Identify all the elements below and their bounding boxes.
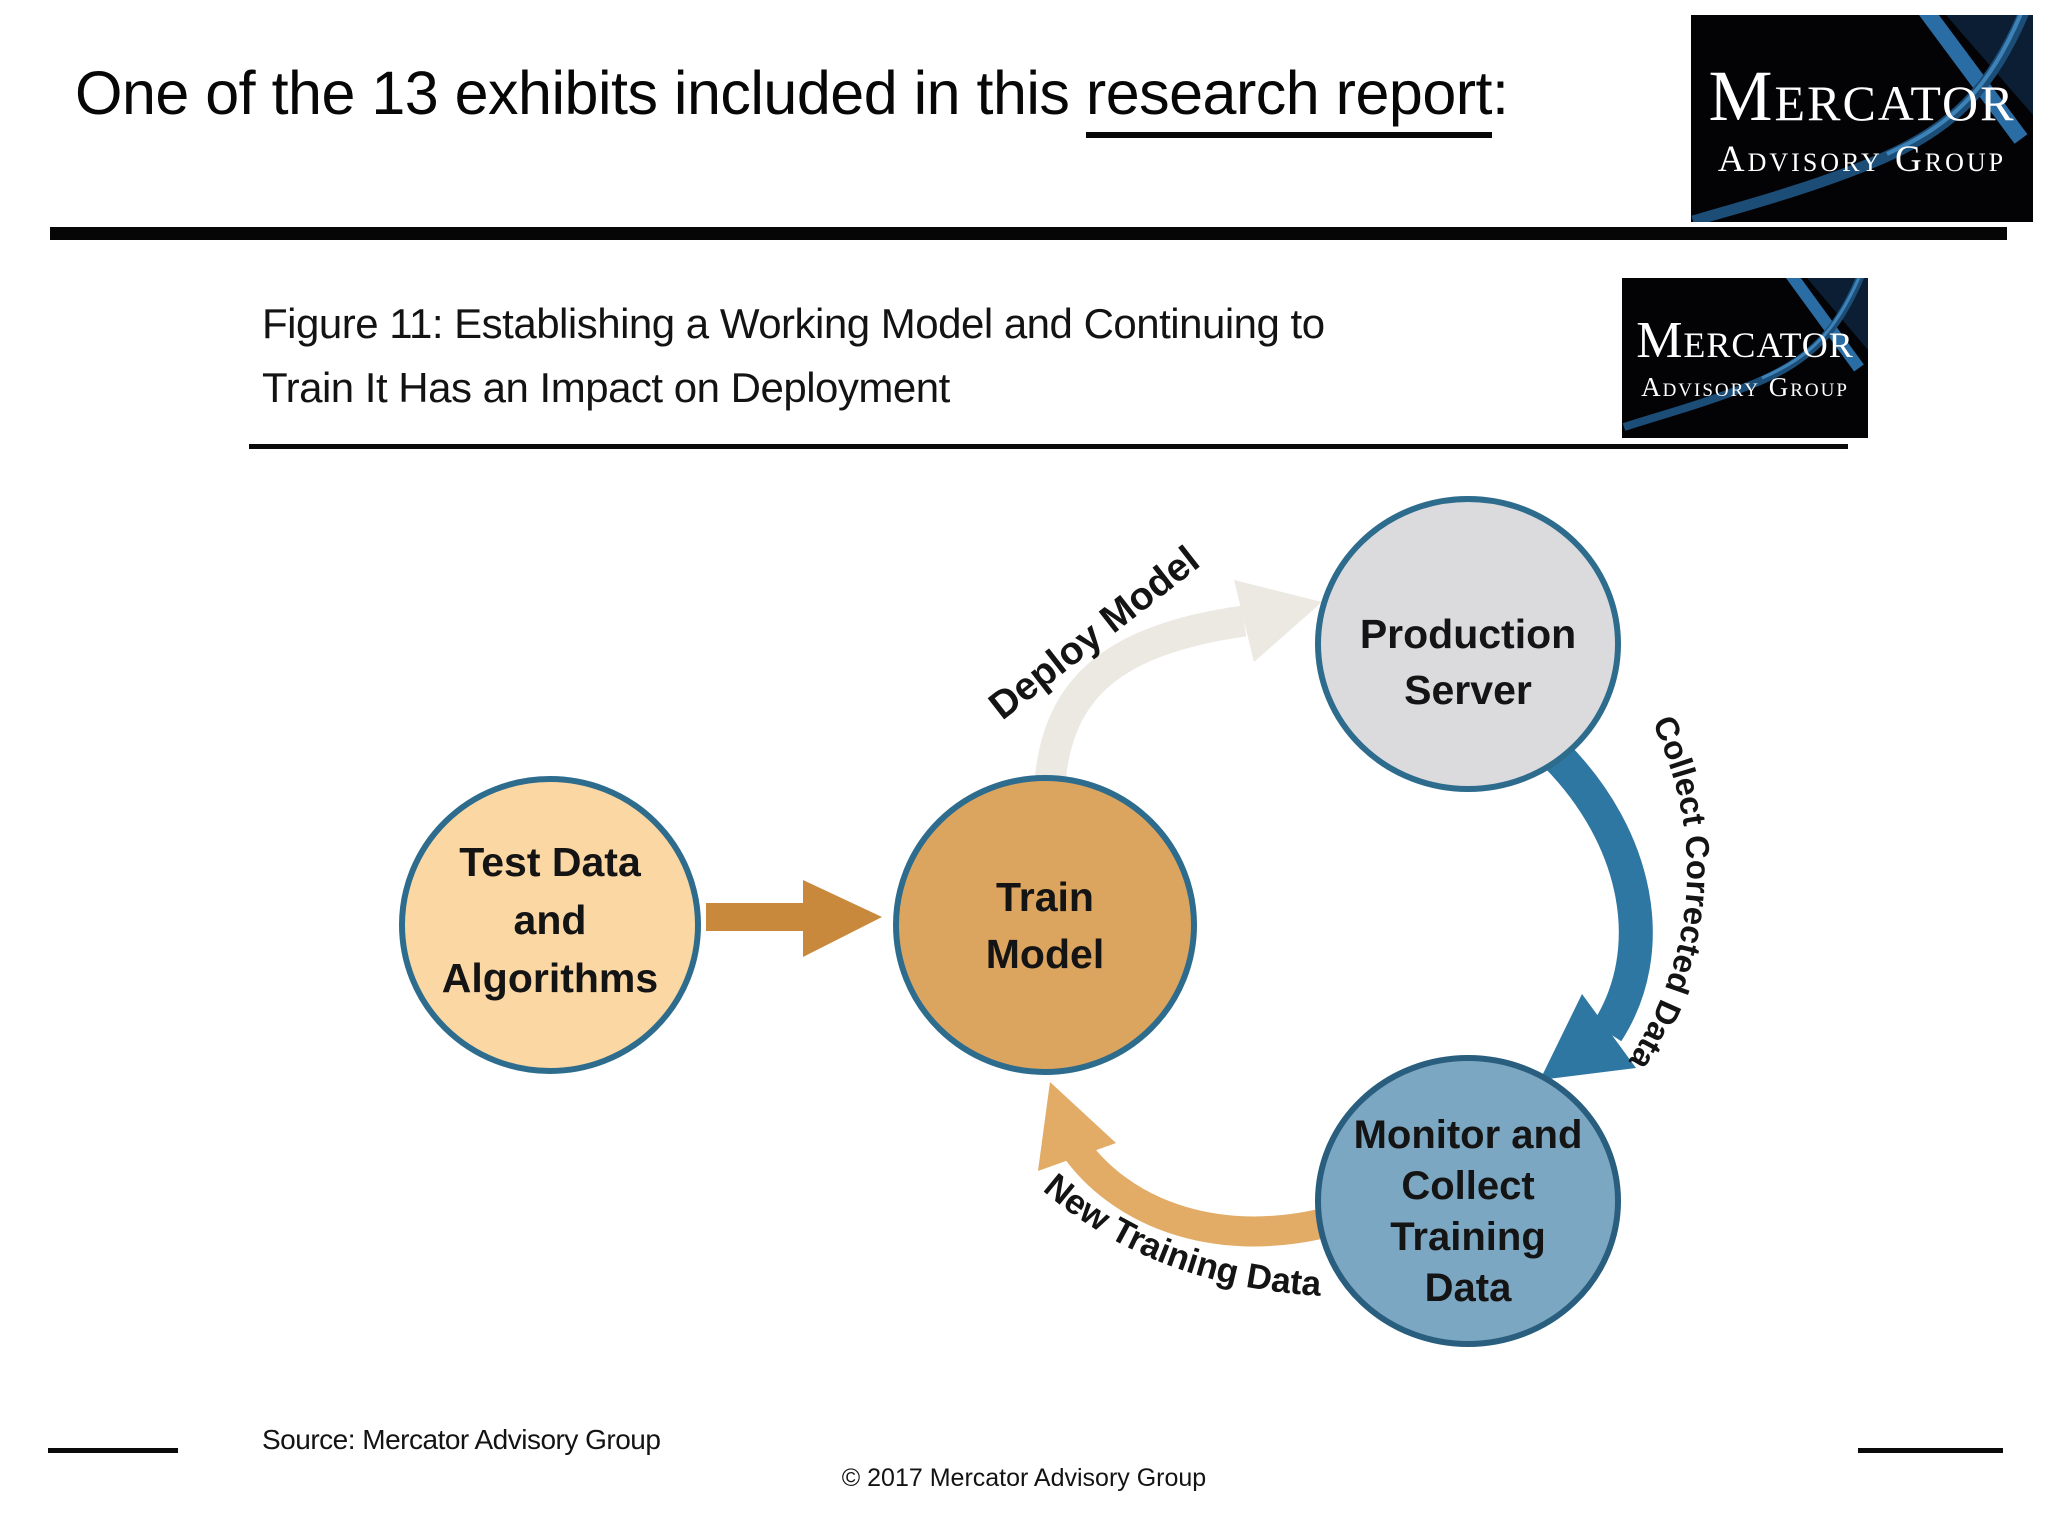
page-title-suffix: : (1492, 59, 1509, 127)
node-label-line: Training (1390, 1215, 1546, 1259)
node-label-line: Collect (1401, 1164, 1535, 1208)
figure-title-line2: Train It Has an Impact on Deployment (262, 364, 950, 411)
node-label-line: Train (996, 874, 1094, 920)
figure-title: Figure 11: Establishing a Working Model … (262, 292, 1325, 420)
node-label-line: Server (1404, 667, 1532, 713)
mercator-logo-small: Mercator Advisory Group (1622, 278, 1868, 438)
logo-subtitle: Advisory Group (1641, 372, 1849, 402)
node-monitor-collect-circle (1315, 1055, 1621, 1347)
node-label-line: Production (1359, 611, 1577, 657)
header-divider (50, 227, 2007, 240)
logo-x-stroke (1918, 15, 2028, 144)
figure-title-line1: Figure 11: Establishing a Working Model … (262, 300, 1325, 347)
node-monitor-collect-label: Monitor and Collect Training Data (1298, 1110, 1638, 1314)
deploy-arrow-shaft (1034, 605, 1247, 784)
collect-arrow-head (1540, 994, 1636, 1080)
logo-swoosh-highlight (1886, 15, 2023, 156)
node-production-server-label: Production Server (1298, 606, 1638, 718)
deploy-model-arrow (1034, 580, 1322, 784)
footer-right-line (1858, 1448, 2003, 1453)
node-test-data-label: Test Data and Algorithms (380, 833, 720, 1007)
logo-x-stroke (1785, 278, 1864, 372)
collect-corrected-data-arrow (1540, 743, 1653, 1080)
deploy-arrow-head (1234, 580, 1322, 662)
logo-swoosh-highlight (1761, 278, 1861, 380)
node-production-server-circle (1315, 496, 1621, 792)
input-arrow (706, 880, 882, 957)
logo-wordmark: Mercator (1636, 312, 1854, 369)
page-title: One of the 13 exhibits included in this … (75, 58, 1509, 138)
copyright-notice: © 2017 Mercator Advisory Group (841, 1464, 1207, 1492)
new-training-arrow-head (1038, 1082, 1116, 1171)
logo-swoosh-graphic (1622, 278, 1868, 431)
figure-title-underline (249, 444, 1848, 449)
node-label-line: Algorithms (441, 955, 659, 1001)
collect-arrow-shaft (1543, 743, 1653, 1042)
logo-swoosh-graphic (1691, 15, 2033, 222)
node-train-model-label: Train Model (875, 869, 1215, 983)
node-label-line: Model (985, 931, 1105, 977)
new-training-arrow-shaft (1061, 1137, 1324, 1247)
logo-wordmark: Mercator (1708, 55, 2016, 136)
source-attribution: Source: Mercator Advisory Group (262, 1424, 661, 1455)
page-title-prefix: One of the 13 exhibits included in this (75, 59, 1086, 127)
page-title-underlined: research report (1085, 59, 1493, 138)
node-label-line: and (513, 897, 587, 943)
node-label-line: Test Data (459, 839, 641, 885)
mercator-logo-large: Mercator Advisory Group (1691, 15, 2033, 222)
node-label-line: Monitor and (1353, 1113, 1583, 1157)
new-training-data-arrow (1038, 1082, 1324, 1247)
node-train-model-circle (893, 775, 1197, 1075)
footer-left-line (48, 1448, 178, 1453)
logo-subtitle: Advisory Group (1717, 138, 2007, 180)
node-label-line: Data (1424, 1266, 1512, 1310)
node-test-data-circle (399, 776, 701, 1074)
